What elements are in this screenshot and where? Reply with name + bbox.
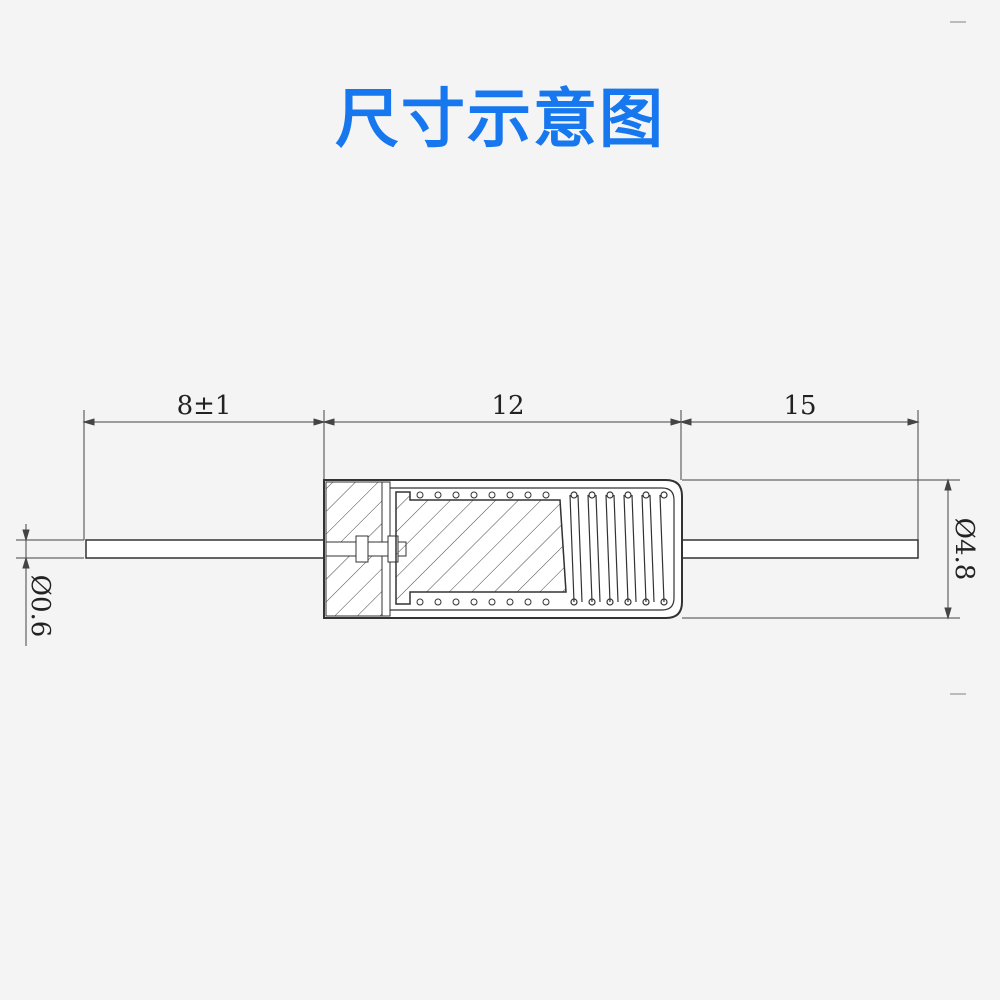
lead-diameter-label: Ø0.6 [25,575,55,638]
right-lead-wire [681,539,919,559]
component-body [323,479,683,619]
lead-diameter-dimension [16,524,84,646]
horizontal-dimension-lines [82,418,920,426]
body-diameter-label: Ø4.8 [949,518,979,581]
lead-right-length-label: 15 [783,391,816,421]
body-length-label: 12 [491,391,524,421]
body-diameter-dimension [682,478,960,620]
left-lead-wire [85,539,327,559]
spring-coils-small [416,491,550,606]
page-title: 尺寸示意图 [335,83,665,157]
lead-left-length-label: 8±1 [177,391,232,421]
piston [395,491,567,605]
spring-coils-large [569,491,668,606]
